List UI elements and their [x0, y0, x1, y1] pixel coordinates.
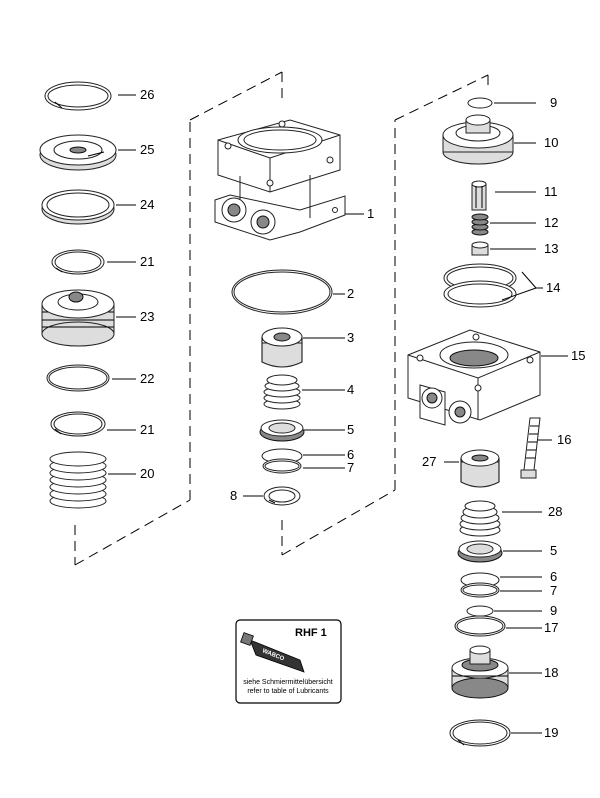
label-23: 23 — [140, 309, 154, 324]
part-17-o-ring — [454, 615, 506, 637]
label-22: 22 — [140, 371, 154, 386]
part-23-piston — [41, 289, 115, 347]
part-9-small-ring-lower — [466, 605, 494, 617]
leader-lines — [107, 94, 568, 734]
label-21-lower: 21 — [140, 422, 154, 437]
label-1: 1 — [367, 206, 374, 221]
label-26: 26 — [140, 87, 154, 102]
label-16: 16 — [557, 432, 571, 447]
label-20: 20 — [140, 466, 154, 481]
part-24-seal-ring — [41, 189, 115, 225]
part-8-snap-ring — [263, 486, 301, 506]
part-25-cover-disc — [39, 134, 117, 171]
label-18: 18 — [544, 665, 558, 680]
part-15-housing — [407, 329, 541, 426]
part-20-spring — [49, 451, 107, 509]
part-12-spring — [471, 213, 489, 236]
label-7: 7 — [347, 460, 354, 475]
label-21-upper: 21 — [140, 254, 154, 269]
part-10-cap — [442, 114, 514, 165]
part-9-small-ring-upper — [467, 97, 493, 109]
lubricant-note-de: siehe Schmiermittelübersicht — [243, 679, 333, 686]
label-10: 10 — [544, 135, 558, 150]
part-5-valve-seat-right — [457, 540, 503, 563]
lubricant-code: RHF 1 — [295, 627, 327, 639]
part-14-seal-rings — [443, 263, 517, 308]
part-5-valve-seat — [259, 419, 305, 442]
label-24: 24 — [140, 197, 154, 212]
label-25: 25 — [140, 142, 154, 157]
grease-tube-icon: WABCO — [240, 632, 305, 673]
part-number-labels: 26 25 24 21 23 22 21 20 1 2 3 4 5 6 7 8 … — [140, 87, 585, 740]
label-11: 11 — [544, 184, 558, 199]
part-26-snap-ring — [44, 81, 112, 111]
part-13-insert — [471, 241, 489, 256]
label-15: 15 — [571, 348, 585, 363]
label-5: 5 — [347, 422, 354, 437]
part-6-7-rings-right — [460, 572, 500, 598]
part-28-spring — [459, 500, 501, 537]
part-16-bolt — [520, 417, 541, 479]
part-27-sleeve — [460, 449, 500, 488]
part-22-o-ring — [46, 364, 110, 392]
label-6: 6 — [347, 447, 354, 462]
label-9-lower: 9 — [550, 603, 557, 618]
label-12: 12 — [544, 215, 558, 230]
label-19: 19 — [544, 725, 558, 740]
part-4-spring — [263, 374, 301, 410]
part-6-7-rings — [261, 448, 303, 474]
label-13: 13 — [544, 241, 558, 256]
label-6-right: 6 — [550, 569, 557, 584]
label-27: 27 — [422, 454, 436, 469]
assembly-guide-lines — [74, 71, 489, 566]
label-4: 4 — [347, 382, 354, 397]
lubricant-box: RHF 1 WABCO siehe Schmiermittelübersicht… — [235, 619, 342, 704]
label-9-upper: 9 — [550, 95, 557, 110]
part-3-sleeve — [261, 327, 303, 368]
part-11-plunger — [471, 180, 487, 211]
part-18-valve-insert — [451, 645, 509, 699]
label-8: 8 — [230, 488, 237, 503]
part-21-snap-ring-upper — [51, 249, 105, 275]
label-3: 3 — [347, 330, 354, 345]
part-1-housing — [214, 119, 346, 241]
part-19-snap-ring — [449, 719, 511, 747]
label-7-right: 7 — [550, 583, 557, 598]
label-14: 14 — [546, 280, 560, 295]
lubricant-note-en: refer to table of Lubricants — [247, 688, 329, 695]
part-21-snap-ring-lower — [50, 411, 106, 437]
label-17: 17 — [544, 620, 558, 635]
label-28: 28 — [548, 504, 562, 519]
part-2-large-o-ring — [231, 269, 333, 315]
label-2: 2 — [347, 286, 354, 301]
label-5-right: 5 — [550, 543, 557, 558]
